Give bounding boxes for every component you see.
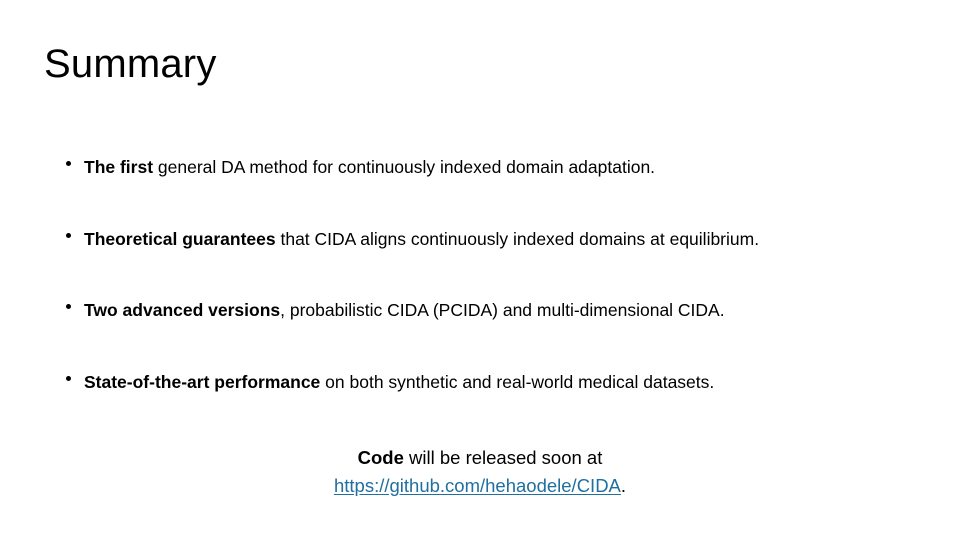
bullet-emphasis: State-of-the-art performance [84,371,321,392]
bullet-emphasis: Theoretical guarantees [84,228,276,249]
bullet-body: general DA method for continuously index… [153,157,656,177]
bullet-emphasis: The first [84,157,154,177]
repo-link-line: https://github.com/hehaodele/CIDA. [0,473,960,499]
bullet-body: that CIDA aligns continuously indexed do… [275,228,760,249]
list-item: The first general DA method for continuo… [62,155,942,227]
bullet-dot-icon [66,304,71,309]
bullet-text: Theoretical guarantees that CIDA aligns … [84,229,759,249]
page-title: Summary [44,42,217,86]
trailing-period: . [620,475,627,496]
bullet-dot-icon [66,375,71,381]
bullet-emphasis: Two advanced versions [84,300,281,320]
bullet-body: , probabilistic CIDA (PCIDA) and multi-d… [280,300,725,320]
code-release-note: Code will be released soon at [0,445,960,471]
list-item: Theoretical guarantees that CIDA aligns … [62,227,942,299]
github-repo-link[interactable]: https://github.com/hehaodele/CIDA [333,475,621,496]
bullet-dot-icon [66,232,71,238]
bullet-body: on both synthetic and real-world medical… [320,371,715,392]
code-emphasis: Code [357,447,404,468]
list-item: Two advanced versions, probabilistic CID… [62,298,942,370]
bullet-text: The first general DA method for continuo… [84,157,655,177]
bullet-text: Two advanced versions, probabilistic CID… [84,300,725,320]
footer-block: Code will be released soon at https://gi… [0,445,960,499]
summary-bullet-list: The first general DA method for continuo… [62,155,942,441]
list-item: State-of-the-art performance on both syn… [62,370,942,442]
code-release-text: will be released soon at [403,447,603,468]
bullet-text: State-of-the-art performance on both syn… [84,372,714,392]
bullet-dot-icon [66,161,71,166]
